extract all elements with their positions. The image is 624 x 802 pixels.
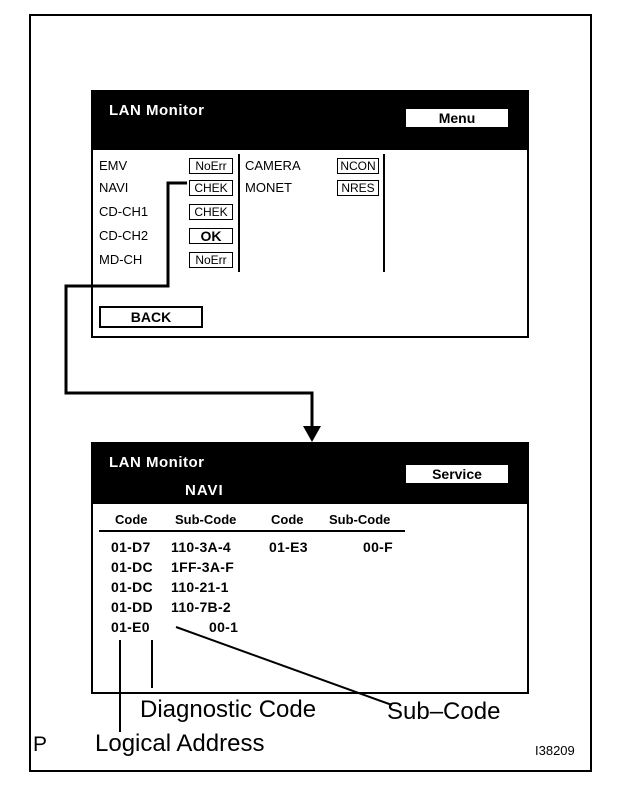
sub-code-cell: 1FF-3A-F (171, 559, 235, 575)
column-divider (238, 154, 240, 272)
callout-diagnostic-code: Diagnostic Code (140, 696, 317, 723)
status-camera[interactable]: NCON (337, 158, 379, 174)
sub-code-cell: 110-3A-4 (171, 539, 231, 555)
column-divider (383, 154, 385, 272)
column-header-sub-code: Sub-Code (329, 512, 391, 527)
status-emv[interactable]: NoErr (189, 158, 233, 174)
device-label-md-ch: MD-CH (99, 252, 143, 267)
status-navi[interactable]: CHEK (189, 180, 233, 196)
column-header-sub-code: Sub-Code (175, 512, 237, 527)
callout-logical-address: Logical Address (95, 730, 265, 757)
device-label-cd-ch1: CD-CH1 (99, 204, 149, 219)
sub-code-cell: 00-1 (209, 619, 239, 635)
title-bar: LAN Monitor NAVI Service (93, 444, 527, 504)
device-label-navi: NAVI (99, 180, 129, 195)
callout-sub-code: Sub–Code (387, 698, 501, 725)
title-bar: LAN Monitor Menu (93, 92, 527, 150)
device-label-camera: CAMERA (245, 158, 301, 173)
service-button[interactable]: Service (405, 464, 509, 484)
screen-title: LAN Monitor (109, 454, 205, 471)
menu-button[interactable]: Menu (405, 108, 509, 128)
code-cell: 01-E3 (269, 539, 308, 555)
device-label-cd-ch2: CD-CH2 (99, 228, 149, 243)
navi-service-screen: LAN Monitor NAVI Service Code Sub-Code C… (91, 442, 529, 694)
status-cd-ch2[interactable]: OK (189, 228, 233, 244)
sub-code-cell: 00-F (363, 539, 393, 555)
figure-frame (29, 14, 592, 772)
figure-id: I38209 (535, 743, 575, 758)
code-cell: 01-D7 (111, 539, 151, 555)
code-cell: 01-DC (111, 559, 153, 575)
sub-code-cell: 110-21-1 (171, 579, 229, 595)
code-cell: 01-DD (111, 599, 153, 615)
device-label-emv: EMV (99, 158, 128, 173)
screen-subtitle: NAVI (185, 482, 224, 499)
screen-title: LAN Monitor (109, 102, 205, 119)
status-md-ch[interactable]: NoErr (189, 252, 233, 268)
corner-letter: P (33, 733, 48, 756)
code-cell: 01-E0 (111, 619, 150, 635)
lan-monitor-screen: LAN Monitor Menu EMV NAVI CD-CH1 CD-CH2 … (91, 90, 529, 338)
status-cd-ch1[interactable]: CHEK (189, 204, 233, 220)
device-label-monet: MONET (245, 180, 292, 195)
code-cell: 01-DC (111, 579, 153, 595)
status-monet[interactable]: NRES (337, 180, 379, 196)
header-rule (99, 530, 405, 532)
back-button[interactable]: BACK (99, 306, 203, 328)
column-header-code: Code (271, 512, 304, 527)
column-header-code: Code (115, 512, 148, 527)
sub-code-cell: 110-7B-2 (171, 599, 231, 615)
